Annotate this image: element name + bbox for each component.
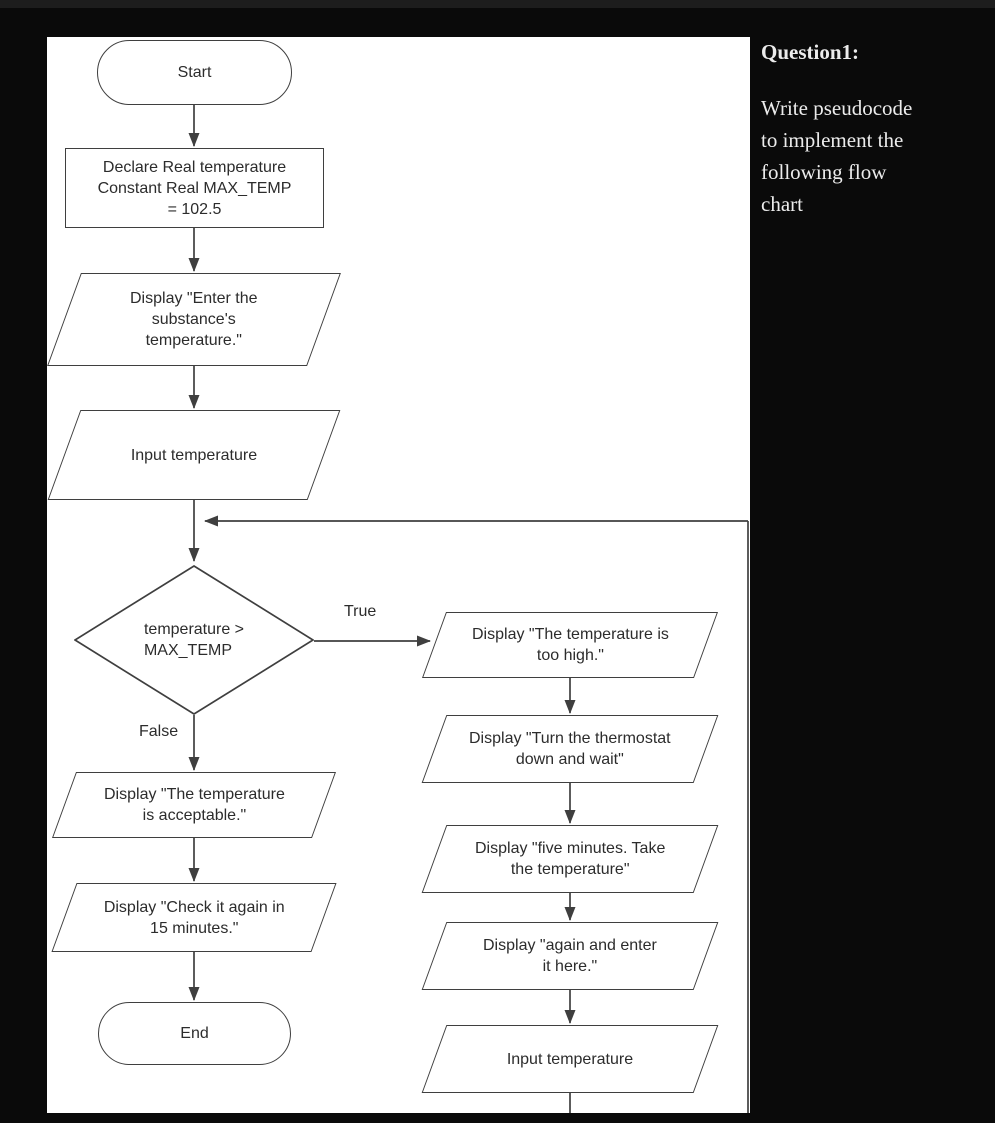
- diamond-shape: [74, 565, 314, 715]
- question-body: Write pseudocode to implement the follow…: [761, 96, 913, 216]
- flowchart-node-display-enter: Display "Enter the substance's temperatu…: [47, 273, 341, 366]
- flowchart-node-display-turn-thermostat: Display "Turn the thermostat down and wa…: [421, 715, 719, 783]
- node-label: End: [180, 1025, 209, 1042]
- node-label: Input temperature: [506, 1050, 634, 1068]
- top-strip: [0, 0, 995, 8]
- flowchart-node-end: End: [98, 1002, 291, 1065]
- flow-connectors: [188, 105, 749, 1113]
- node-label: Display "again and enter it here.": [483, 937, 657, 975]
- flowchart-node-declare: Declare Real temperature Constant Real M…: [65, 148, 324, 228]
- question-title: Question1:: [761, 40, 860, 64]
- flowchart-node-decision: temperature > MAX_TEMP: [74, 565, 314, 715]
- flowchart-node-display-too-high: Display "The temperature is too high.": [421, 612, 719, 678]
- flowchart-node-display-again-enter: Display "again and enter it here.": [421, 922, 719, 990]
- flowchart-node-display-check-again: Display "Check it again in 15 minutes.": [51, 883, 337, 952]
- flowchart-node-display-acceptable: Display "The temperature is acceptable.": [51, 772, 337, 838]
- node-label: Display "Enter the substance's temperatu…: [130, 290, 258, 349]
- branch-label-false: False: [139, 723, 179, 740]
- flowchart-panel: Start Declare Real temperature Constant …: [47, 37, 750, 1113]
- flowchart-node-display-five-minutes: Display "five minutes. Take the temperat…: [421, 825, 719, 893]
- node-label: Display "five minutes. Take the temperat…: [474, 840, 666, 878]
- question-panel: Question1: Write pseudocode to implement…: [761, 40, 989, 220]
- flowchart-node-input-temperature-2: Input temperature: [421, 1025, 719, 1093]
- flowchart-node-start: Start: [97, 40, 292, 105]
- node-label: Display "The temperature is acceptable.": [103, 786, 285, 824]
- node-label: Input temperature: [130, 446, 258, 464]
- node-label: Display "The temperature is too high.": [471, 626, 669, 664]
- node-label: temperature > MAX_TEMP: [143, 621, 245, 659]
- flowchart-node-input-temperature: Input temperature: [47, 410, 341, 500]
- node-label: Display "Turn the thermostat down and wa…: [469, 730, 671, 768]
- node-label: Display "Check it again in 15 minutes.": [103, 898, 285, 937]
- node-label: Start: [177, 64, 212, 81]
- branch-label-true: True: [344, 603, 377, 620]
- node-label: Declare Real temperature Constant Real M…: [97, 158, 292, 218]
